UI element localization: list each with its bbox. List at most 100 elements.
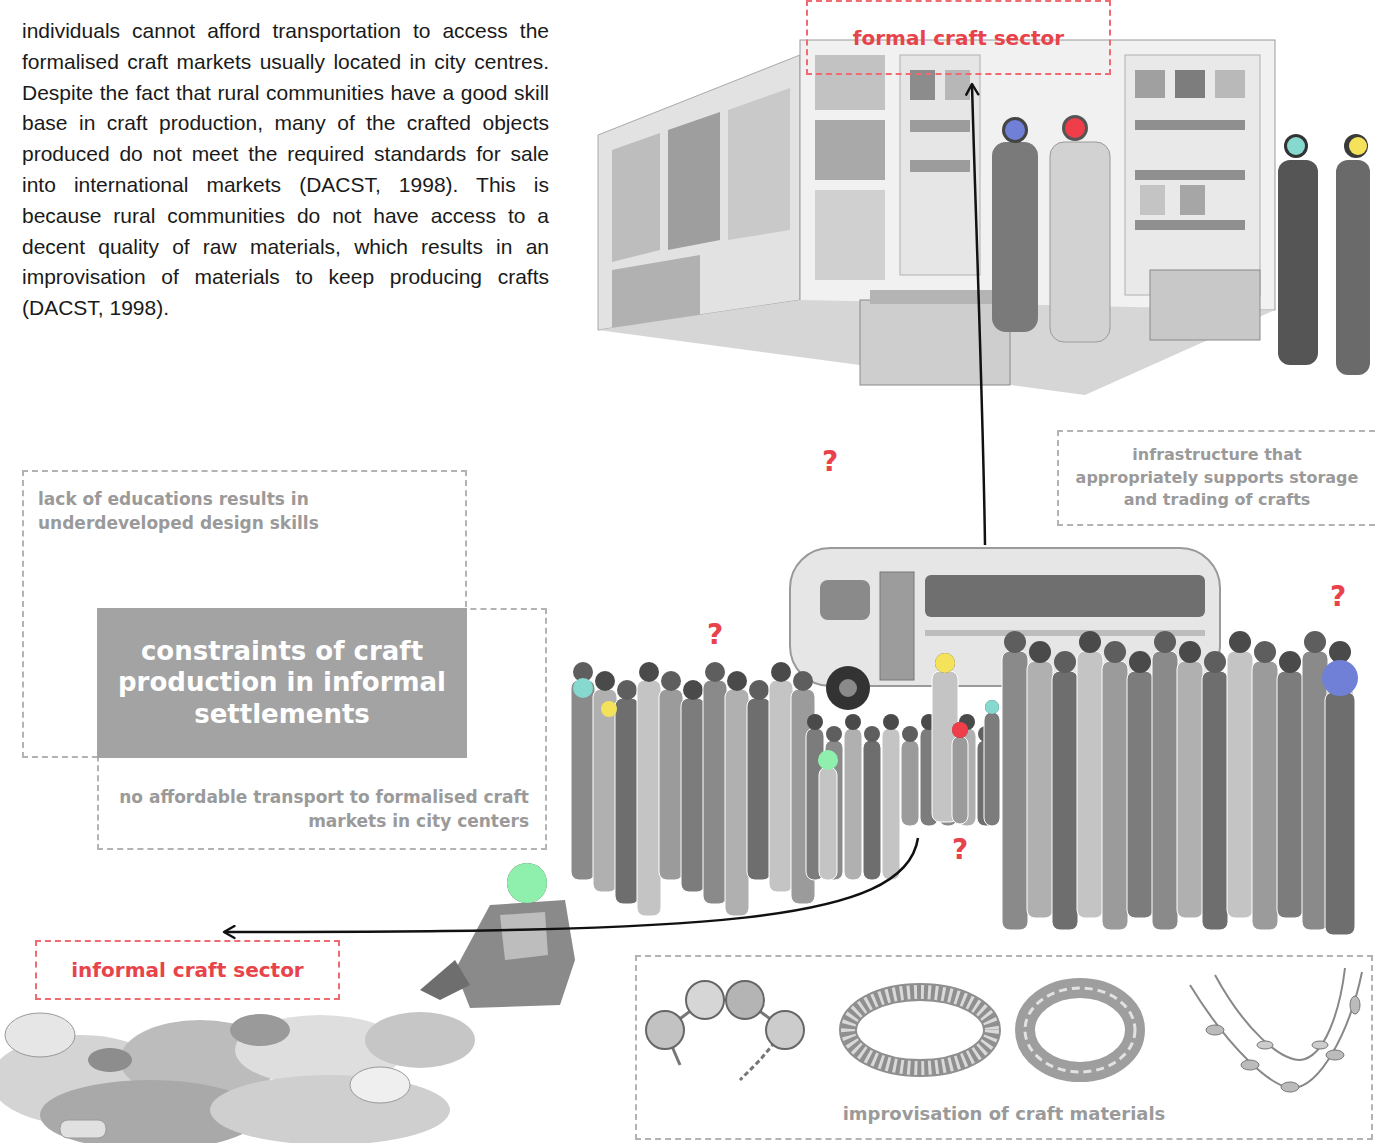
illustration-part bbox=[1202, 651, 1228, 930]
illustration-part bbox=[1052, 651, 1078, 930]
illustration-part bbox=[1180, 185, 1205, 215]
figure-dot bbox=[1322, 660, 1358, 696]
illustration-part bbox=[1252, 661, 1278, 930]
face-dots bbox=[507, 118, 1367, 903]
illustration-part bbox=[1227, 631, 1253, 918]
illustration-part bbox=[819, 767, 837, 880]
figure-dot bbox=[952, 722, 968, 738]
illustration-part bbox=[703, 662, 727, 904]
illustration-part bbox=[1202, 671, 1228, 930]
illustration-part bbox=[1135, 220, 1245, 230]
crowd bbox=[571, 631, 1356, 935]
figure-dot bbox=[595, 671, 615, 691]
illustration-part bbox=[725, 689, 749, 916]
figure-dot bbox=[1005, 120, 1025, 140]
illustration-part bbox=[1277, 651, 1303, 918]
illustration-part bbox=[703, 680, 727, 904]
illustration-part bbox=[637, 680, 661, 916]
figure-dot bbox=[1129, 651, 1151, 673]
illustration-part bbox=[1150, 270, 1260, 340]
illustration-part bbox=[863, 726, 881, 880]
illustration-part bbox=[952, 736, 968, 824]
illustration-part bbox=[844, 714, 862, 880]
illustration-part bbox=[1152, 631, 1178, 930]
figure-dot bbox=[1287, 137, 1305, 155]
illustration-part bbox=[1252, 641, 1278, 930]
illustration-part bbox=[365, 1012, 475, 1068]
waste-pile bbox=[0, 1012, 475, 1143]
illustration-part bbox=[815, 55, 885, 110]
figure-dot bbox=[1304, 631, 1326, 653]
illustration-part bbox=[882, 728, 900, 880]
illustration-part bbox=[984, 712, 1000, 826]
illustration-part bbox=[1336, 160, 1370, 375]
illustration-part bbox=[1027, 641, 1053, 918]
figure-dot bbox=[771, 662, 791, 682]
figure-dot bbox=[573, 678, 593, 698]
illustration-part bbox=[900, 55, 980, 275]
illustration-part bbox=[769, 662, 793, 892]
box-text: no affordable transport to formalised cr… bbox=[115, 786, 529, 834]
figure-dot bbox=[935, 653, 955, 673]
illustration-part bbox=[1050, 142, 1110, 342]
illustration-part bbox=[1350, 996, 1360, 1014]
figure-dot bbox=[1004, 631, 1026, 653]
figure-dot bbox=[766, 1011, 804, 1049]
illustration-part bbox=[659, 671, 683, 880]
illustration-part bbox=[1324, 662, 1356, 935]
illustration-part bbox=[1177, 641, 1203, 918]
illustration-part bbox=[860, 300, 1010, 385]
figure-dot bbox=[819, 751, 837, 769]
sector-box: informal craft sector bbox=[35, 940, 340, 1000]
illustration-part bbox=[1127, 671, 1153, 918]
figure-dot bbox=[617, 680, 637, 700]
figure-dot bbox=[661, 671, 681, 691]
illustration-part bbox=[5, 1013, 75, 1057]
illustration-part bbox=[1135, 120, 1245, 130]
illustration-part bbox=[1215, 968, 1345, 1060]
illustration-part bbox=[88, 1048, 132, 1072]
illustration-part bbox=[1325, 692, 1355, 935]
illustration-part bbox=[420, 960, 470, 1000]
figure-dot bbox=[818, 750, 838, 770]
illustration-part bbox=[1127, 651, 1153, 918]
figure-dot bbox=[1029, 641, 1051, 663]
illustration-part bbox=[571, 662, 595, 880]
illustration-part bbox=[637, 662, 661, 916]
illustration-part bbox=[910, 120, 970, 132]
illustration-part bbox=[612, 133, 660, 262]
box-text: informal craft sector bbox=[71, 958, 303, 982]
figure-dot bbox=[1344, 134, 1368, 158]
figure-dot bbox=[845, 714, 861, 730]
illustration-part bbox=[1140, 185, 1165, 215]
illustration-part bbox=[820, 580, 870, 620]
illustration-part bbox=[455, 900, 575, 1008]
figure-dot bbox=[985, 700, 999, 714]
illustration-part bbox=[1326, 1050, 1344, 1060]
question-mark: ? bbox=[822, 448, 838, 476]
illustration-part bbox=[1277, 671, 1303, 918]
illustration-part bbox=[1190, 972, 1362, 1088]
figure-dot bbox=[1254, 641, 1276, 663]
illustration-part bbox=[571, 680, 595, 880]
illustration-part bbox=[1102, 641, 1128, 930]
figure-dot bbox=[727, 671, 747, 691]
illustration-part bbox=[681, 680, 705, 892]
illustration-part bbox=[815, 120, 885, 180]
figure-dot bbox=[726, 981, 764, 1019]
figure-dot bbox=[686, 981, 724, 1019]
illustration-part bbox=[1052, 671, 1078, 930]
illustration-part bbox=[1027, 661, 1053, 918]
figure-dot bbox=[807, 714, 823, 730]
figure-dot bbox=[1204, 651, 1226, 673]
illustration-part bbox=[681, 698, 705, 892]
illustration-part bbox=[1125, 55, 1260, 295]
figure-dot bbox=[793, 671, 813, 691]
figure-dot bbox=[1065, 118, 1085, 138]
illustration-part bbox=[952, 722, 968, 824]
figure-dot bbox=[1279, 651, 1301, 673]
illustration-part bbox=[230, 1014, 290, 1046]
illustration-part bbox=[863, 740, 881, 880]
illustration-part bbox=[882, 714, 900, 880]
